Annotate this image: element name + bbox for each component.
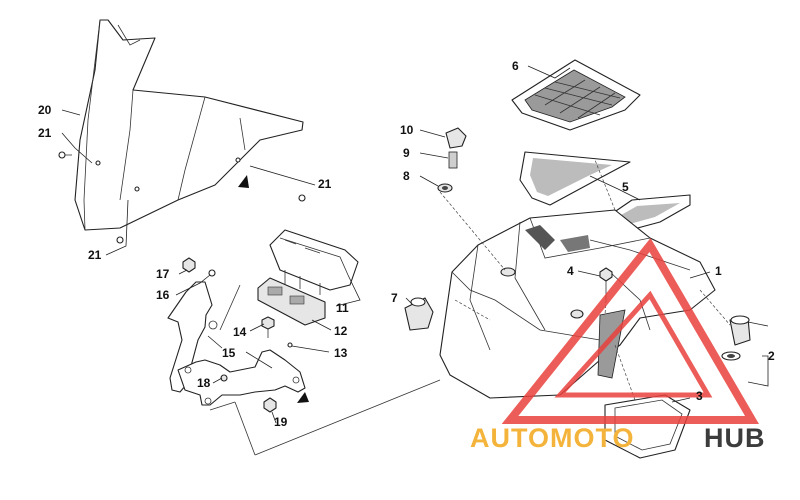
callout-14: 14 xyxy=(233,325,247,339)
watermark-brand-primary: AUTOMOTO xyxy=(470,423,635,453)
watermark-logo xyxy=(501,237,759,424)
screw-21-c xyxy=(116,236,124,244)
callout-21: 21 xyxy=(38,126,52,140)
screw-21-a xyxy=(58,151,72,159)
pin-9 xyxy=(448,151,458,169)
callout-18: 18 xyxy=(197,376,211,390)
screw-14 xyxy=(261,316,275,338)
nut-17 xyxy=(182,257,196,273)
socket-2 xyxy=(721,315,751,361)
callout-10: 10 xyxy=(400,123,414,137)
callout-11: 11 xyxy=(336,301,349,315)
storage-net xyxy=(511,59,641,131)
callout-5: 5 xyxy=(622,180,629,194)
callout-13: 13 xyxy=(334,346,348,360)
instrument-bracket xyxy=(167,281,306,406)
nut-19 xyxy=(263,397,277,413)
gauge-mount-plate xyxy=(257,277,326,326)
callout-1: 1 xyxy=(715,264,722,278)
callout-7: 7 xyxy=(391,291,398,305)
view-direction-arrow xyxy=(238,175,249,188)
instrument-gauge xyxy=(269,229,359,295)
screw-18 xyxy=(220,374,228,382)
callout-9: 9 xyxy=(403,146,410,160)
grommet-8 xyxy=(437,183,453,193)
front-fairing xyxy=(439,209,716,399)
leader-lines xyxy=(61,65,769,424)
lid-upper xyxy=(519,151,631,206)
callout-17: 17 xyxy=(156,267,170,281)
plug-7 xyxy=(404,297,434,331)
washer-16 xyxy=(208,269,216,277)
callout-15: 15 xyxy=(222,346,236,360)
assembly-dashed-lines xyxy=(209,159,731,456)
screw-21-b xyxy=(298,194,306,202)
callout-12: 12 xyxy=(334,324,348,338)
cap-10 xyxy=(445,127,467,149)
callout-21: 21 xyxy=(318,177,332,191)
callout-6: 6 xyxy=(512,59,519,73)
clip-13 xyxy=(287,342,293,348)
callout-8: 8 xyxy=(403,169,410,183)
callout-20: 20 xyxy=(38,103,52,117)
callout-16: 16 xyxy=(156,288,170,302)
view-direction-arrow xyxy=(297,392,309,403)
callout-2: 2 xyxy=(768,349,775,363)
watermark-brand-secondary: HUB xyxy=(704,423,766,453)
watermark-triangle xyxy=(501,237,759,424)
callout-21: 21 xyxy=(88,248,102,262)
callout-4: 4 xyxy=(567,264,574,278)
windshield xyxy=(74,19,304,231)
callout-3: 3 xyxy=(696,389,703,403)
callout-labels: 1 2 3 4 5 6 7 8 9 10 11 12 13 14 15 16 1… xyxy=(38,59,775,429)
callout-19: 19 xyxy=(274,415,288,429)
